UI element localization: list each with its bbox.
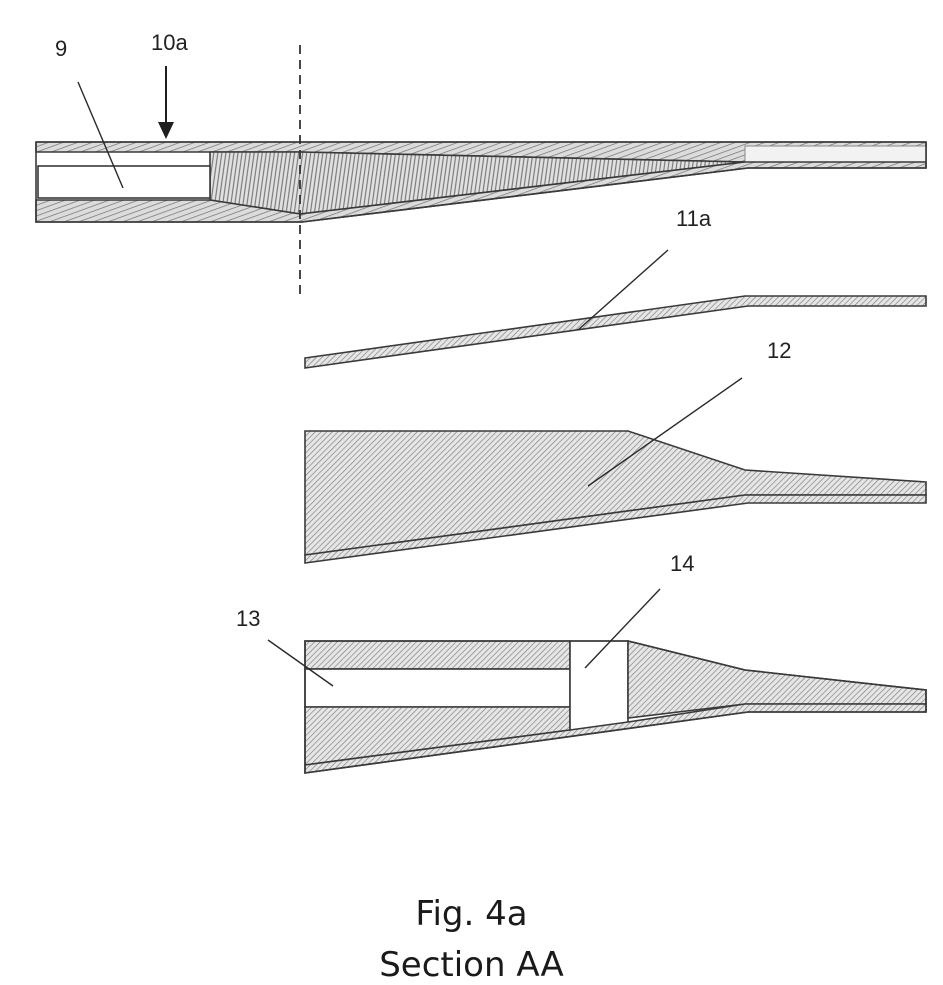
cavity-9 [38, 166, 210, 198]
wedge-12 [305, 431, 926, 563]
tapered-core [210, 152, 745, 214]
label-11a: 11a [676, 208, 711, 230]
assembly-top [36, 142, 926, 222]
label-12: 12 [767, 340, 791, 362]
assembly-bottom [305, 641, 926, 773]
label-9: 9 [55, 38, 67, 60]
label-13: 13 [236, 608, 260, 630]
label-14: 14 [670, 553, 694, 575]
label-10a: 10a [151, 32, 188, 54]
tip-region [745, 146, 926, 162]
channel-13 [305, 669, 570, 707]
strip-11a [305, 296, 926, 368]
section-caption: Section AA [0, 948, 943, 982]
insert-14 [570, 641, 628, 736]
arrow-10a [158, 66, 174, 139]
figure-caption: Fig. 4a [0, 897, 943, 931]
